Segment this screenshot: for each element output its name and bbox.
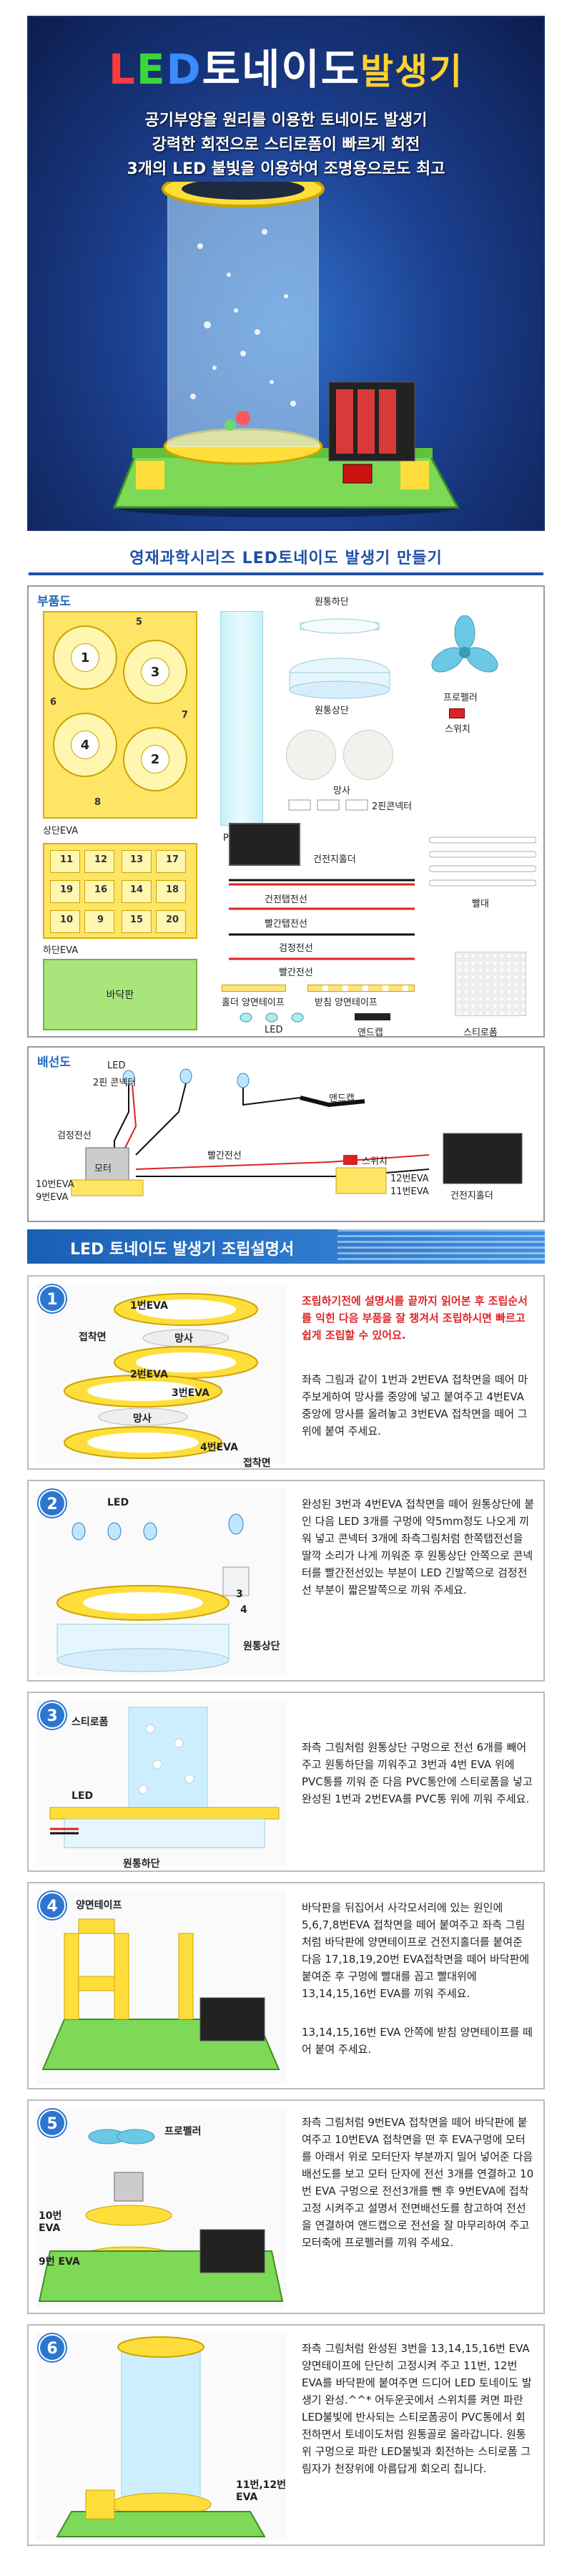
wiring-section-title: 배선도	[37, 1052, 71, 1070]
battery-holder-label: 건전지홀더	[313, 854, 356, 865]
wiring-diagram: 배선도 LED 2핀 콘넥터 검정전선 빨간전선 모터 10번EVA 9번EVA…	[27, 1046, 545, 1222]
step-6-number: 6	[39, 2334, 66, 2361]
led-label: LED	[265, 1025, 283, 1035]
red-wire-label: 빨간전선	[279, 967, 313, 978]
parts-diagram: 부품도 1 3 4 2 5 6 7 8 상단EVA 11 12	[27, 585, 545, 1038]
step-1: 1 1번EVA 접착면 망사 2번EVA 3번EVA 망사 4번EVA 접착면 …	[27, 1275, 545, 1470]
propeller-label: 프로펠러	[443, 693, 478, 703]
wiring-eva11-label: 11번EVA	[390, 1186, 429, 1197]
motor-base-top-label: 원통상단	[315, 706, 349, 716]
anchor-clip-icon	[355, 1013, 390, 1020]
lower-eva-sheet: 11 12 13 17 14 18 15 20 10 9 16 19	[43, 843, 197, 939]
step-4-text: 바닥판을 뒤집어서 사각모서리에 있는 원인에 5,6,7,8번EVA 접착면을…	[302, 1901, 530, 2000]
step-1-note: 조립하기전에 설명서를 끝까지 읽어본 후 조립순서를 익힌 다음 부품을 잘 …	[302, 1294, 528, 1342]
wiring-clip-label: 앤드캡	[329, 1093, 355, 1104]
lower-eva-label: 하단EVA	[43, 945, 79, 956]
step-6-text: 좌측 그림처럼 완성된 3번을 13,14,15,16번 EVA 양면테이프에 …	[302, 2342, 532, 2475]
assembly-banner: LED 토네이도 발생기 조립설명서	[27, 1229, 545, 1264]
step-4-number: 4	[39, 1892, 66, 1919]
wiring-schematic	[71, 1068, 523, 1196]
step-1-text: 좌측 그림과 같이 1번과 2번EVA 접착면을 떼어 마주보게하여 망사를 중…	[302, 1373, 528, 1438]
hero-title-main: 토네이도	[202, 45, 361, 94]
eva-ring: 3	[123, 640, 187, 704]
motor-base-bottom-label: 원통하단	[315, 597, 349, 608]
step-4: 4 양면테이프 바닥판을 뒤집어서 사각모서리에 있는 원인에 5,6,7,8번…	[27, 1882, 545, 2089]
wiring-connector-label: 2핀 콘넥터	[93, 1078, 137, 1088]
bottom-plate: 바닥판	[43, 959, 197, 1030]
parts-section-title: 부품도	[37, 591, 71, 609]
switch-label: 스위치	[445, 724, 470, 735]
wire-icons	[229, 879, 415, 960]
step-5-text: 좌측 그림처럼 9번EVA 접착면을 떼어 바닥판에 붙여주고 10번EVA 접…	[302, 2116, 534, 2249]
holder-tape	[222, 985, 286, 992]
step-3-illustration	[36, 1700, 286, 1866]
hero-description: 공기부양을 원리를 이용한 토네이도 발생기 강력한 회전으로 스티로폼이 빠르…	[127, 112, 445, 178]
step-3-number: 3	[39, 1702, 66, 1729]
subtitle-divider	[29, 572, 543, 575]
styrofoam-label: 스티로폼	[463, 1028, 498, 1038]
step-5: 5 프로펠러 10번 EVA 9번 EVA 좌측 그림처럼 9번EVA 접착면을…	[27, 2099, 545, 2314]
step-3: 3 스티로폼 LED 원통하단 좌측 그림처럼 원통상단 구멍으로 전선 6개를…	[27, 1692, 545, 1872]
switch-icon	[449, 708, 465, 718]
step-2-text: 완성된 3번과 4번EVA 접착면을 떼어 원통상단에 붙인 다음 LED 3개…	[302, 1498, 535, 1596]
hero-title: LED토네이도발생기	[29, 36, 543, 96]
step-2: 2 LED 3 4 원통상단 완성된 3번과 4번EVA 접착면을 떼어 원통상…	[27, 1480, 545, 1682]
step-4-illustration	[36, 1890, 286, 2084]
holder-tape-label: 홀더 양면테이프	[222, 997, 285, 1008]
page-subtitle: 영재과학시리즈 LED토네이도 발생기 만들기	[129, 550, 443, 567]
hero-banner: LED토네이도발생기 공기부양을 원리를 이용한 토네이도 발생기 강력한 회전…	[27, 16, 545, 531]
styrofoam-pile	[455, 952, 526, 1016]
step-5-number: 5	[39, 2109, 66, 2137]
propeller-icon	[431, 615, 498, 673]
mesh-disc	[286, 730, 336, 780]
black-wire-label: 검정전선	[279, 943, 313, 954]
wiring-eva9-label: 9번EVA	[36, 1192, 69, 1203]
mesh-label: 망사	[333, 786, 350, 796]
step-3-text: 좌측 그림처럼 원통상단 구멍으로 전선 6개를 빼어주고 원통하단을 끼워주고…	[302, 1741, 533, 1805]
anchor-clip-label: 앤드캡	[358, 1028, 383, 1038]
step-6: 6 11번,12번 EVA 좌측 그림처럼 완성된 3번을 13,14,15,1…	[27, 2324, 545, 2546]
motor-base-bottom	[289, 618, 390, 699]
red-tab-wire-label: 빨간탭전선	[265, 919, 307, 930]
connector-label: 2핀콘넥터	[372, 801, 413, 812]
step-4-text-2: 13,14,15,16번 EVA 안쪽에 받침 양면테이프를 떼어 붙여 주세요…	[302, 2026, 533, 2056]
hero-title-accent: 발생기	[360, 51, 464, 92]
step-5-illustration	[36, 2108, 286, 2308]
support-tape-label: 받침 양면테이프	[315, 997, 378, 1008]
step-2-number: 2	[39, 1490, 66, 1517]
tornado-product-photo	[112, 182, 460, 517]
wiring-led-label: LED	[107, 1060, 126, 1071]
straw-label: 빨대	[472, 899, 489, 909]
wiring-motor-label: 모터	[94, 1163, 112, 1174]
led-icons	[240, 1013, 304, 1023]
step-1-illustration	[36, 1284, 286, 1464]
eva-ring: 1	[53, 625, 117, 690]
wiring-switch-label: 스위치	[362, 1156, 388, 1167]
upper-eva-label: 상단EVA	[43, 826, 79, 836]
battery-holder-icon	[229, 823, 300, 866]
wiring-black-wire-label: 검정전선	[57, 1131, 92, 1141]
wiring-eva10-label: 10번EVA	[36, 1179, 74, 1190]
support-tape	[307, 985, 415, 992]
wiring-red-wire-label: 빨간전선	[207, 1151, 242, 1161]
step-1-number: 1	[39, 1285, 66, 1312]
eva-ring: 2	[123, 727, 187, 791]
wiring-eva12-label: 12번EVA	[390, 1174, 429, 1184]
upper-eva-sheet: 1 3 4 2 5 6 7 8	[43, 611, 197, 819]
battery-wire-label: 건전탭전선	[265, 894, 307, 905]
eva-ring: 4	[53, 713, 117, 777]
connector-icons	[288, 799, 368, 811]
mesh-disc	[343, 730, 393, 780]
pvc-tube	[220, 611, 263, 826]
hero-title-led: LED	[108, 45, 202, 94]
straw-icons	[429, 836, 536, 887]
step-6-illustration	[36, 2333, 286, 2540]
step-2-illustration	[36, 1488, 286, 1676]
wiring-holder-label: 건전지홀더	[450, 1191, 493, 1201]
